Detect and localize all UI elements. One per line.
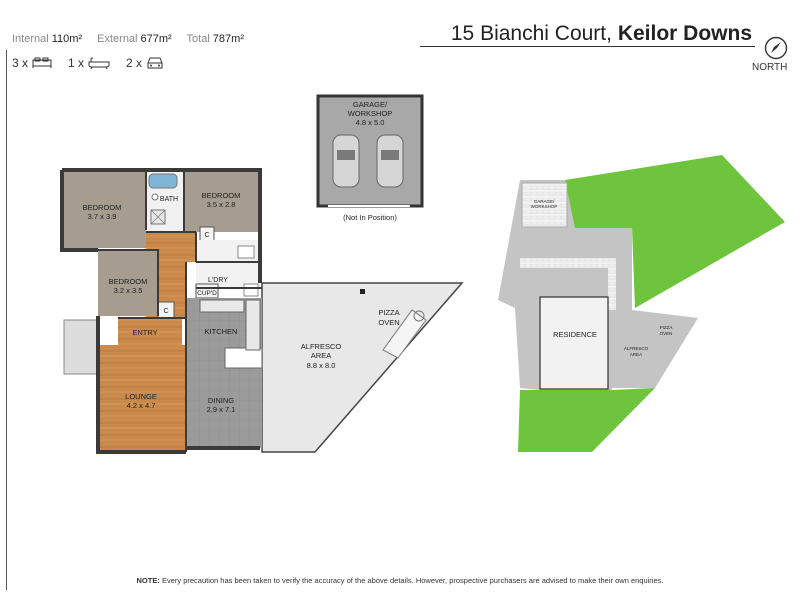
kitchen-label: KITCHEN — [205, 327, 238, 336]
bath-icon — [88, 57, 110, 69]
oven-label: OVEN — [378, 318, 399, 327]
bedroom-count-value: 3 x — [12, 56, 29, 70]
bathroom-count-value: 1 x — [68, 56, 85, 70]
cupboard-c2: C — [163, 308, 168, 315]
internal-value: 110m² — [51, 33, 83, 45]
bedroom-count: 3 x — [12, 56, 52, 70]
external-label: External — [97, 33, 138, 45]
bedroom3-label: BEDROOM — [109, 277, 148, 286]
site-plan: GARAGE/ WORKSHOP RESIDENCE PIZZA OVEN AL… — [498, 155, 785, 452]
page-border-line — [6, 50, 7, 590]
bedroom3-size: 3.2 x 3.5 — [114, 286, 143, 295]
alfresco-area: PIZZA OVEN ALFRESCO AREA 8.8 x 8.0 — [261, 282, 464, 453]
garage-title2: WORKSHOP — [348, 109, 393, 118]
bathroom-count: 1 x — [68, 56, 110, 70]
bed-icon — [32, 57, 52, 68]
site-pizza-label: PIZZA — [660, 325, 673, 330]
property-title: 15 Bianchi Court, Keilor Downs — [451, 22, 752, 46]
car-icon — [147, 57, 163, 69]
site-garage-label: GARAGE/ — [534, 199, 555, 204]
car-count-value: 2 x — [126, 56, 143, 70]
bath-label: BATH — [160, 196, 178, 203]
pizza-label: PIZZA — [378, 308, 399, 317]
site-garage-label2: WORKSHOP — [531, 204, 558, 209]
laundry-label: L'DRY — [208, 277, 228, 284]
bedroom1-size: 3.7 x 3.9 — [88, 212, 117, 221]
total-value: 787m² — [212, 33, 244, 45]
cupboard-c1: C — [204, 232, 209, 239]
address-text: 15 Bianchi Court, — [450, 22, 612, 45]
feature-counts: 3 x 1 x 2 x — [12, 56, 174, 70]
internal-label: Internal — [12, 33, 49, 45]
alfresco-label: ALFRESCO — [301, 342, 342, 351]
alfresco-label2: AREA — [311, 351, 331, 360]
site-oven-label: OVEN — [660, 331, 673, 336]
alfresco-size: 8.8 x 8.0 — [307, 361, 336, 370]
total-label: Total — [186, 33, 210, 45]
external-value: 677m² — [140, 33, 172, 45]
suburb-text: Keilor Downs — [617, 22, 752, 45]
bedroom2-size: 3.5 x 2.8 — [207, 200, 236, 209]
site-alfresco-label: ALFRESCO — [624, 346, 649, 351]
cupboard-label: CUP'D — [197, 290, 217, 297]
site-residence-label: RESIDENCE — [553, 330, 597, 339]
title-rule — [420, 46, 755, 47]
north-compass-icon — [764, 36, 788, 60]
garage: GARAGE/ WORKSHOP 4.8 x 5.0 (Not In Posit… — [316, 94, 424, 222]
garage-size: 4.8 x 5.0 — [356, 118, 385, 127]
car-count: 2 x — [126, 56, 164, 70]
lounge-size: 4.2 x 4.7 — [127, 401, 156, 410]
bedroom1-label: BEDROOM — [83, 203, 122, 212]
house-plan — [60, 168, 263, 454]
entry-label: ENTRY — [132, 328, 157, 337]
bedroom2-label: BEDROOM — [202, 191, 241, 200]
garage-title: GARAGE/ — [353, 100, 388, 109]
garage-note: (Not In Position) — [343, 213, 397, 222]
north-label: NORTH — [752, 62, 788, 73]
dining-size: 2.9 x 7.1 — [207, 405, 236, 414]
lounge-label: LOUNGE — [125, 392, 157, 401]
note-label: NOTE: — [136, 576, 160, 585]
dining-label: DINING — [208, 396, 234, 405]
disclaimer-note: NOTE: Every precaution has been taken to… — [0, 576, 800, 585]
note-text: Every precaution has been taken to verif… — [159, 576, 664, 585]
site-area-label: AREA — [630, 352, 642, 357]
